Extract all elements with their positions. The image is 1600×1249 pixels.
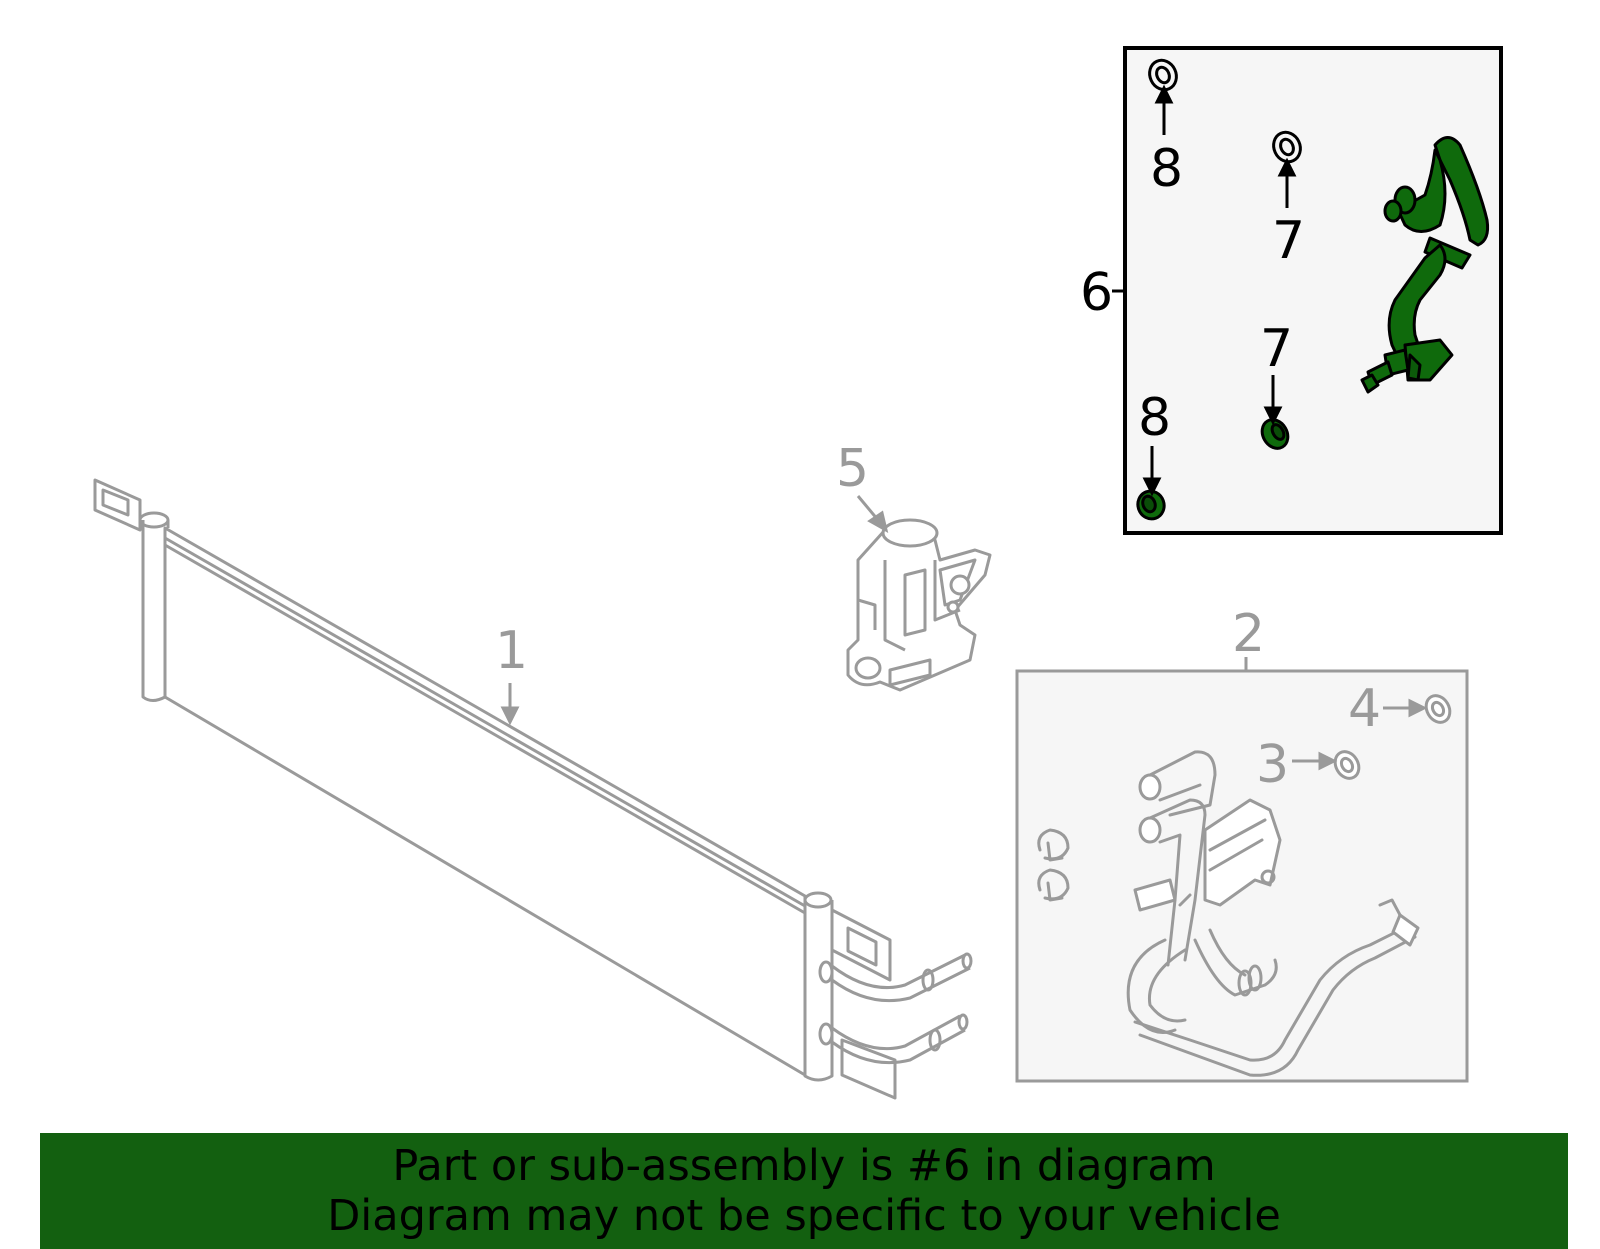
arrow-8-top xyxy=(1154,84,1174,135)
info-banner: Part or sub-assembly is #6 in diagram Di… xyxy=(40,1133,1568,1249)
callout-4: 4 xyxy=(1348,679,1381,739)
seal-8-bottom xyxy=(1136,489,1166,521)
washer-3 xyxy=(1333,750,1361,780)
callout-8-bottom: 8 xyxy=(1138,388,1171,448)
callout-6: 6 xyxy=(1080,263,1113,323)
callout-5: 5 xyxy=(836,439,869,499)
banner-line-1: Part or sub-assembly is #6 in diagram xyxy=(392,1141,1216,1191)
banner-line-2: Diagram may not be specific to your vehi… xyxy=(327,1191,1281,1241)
callout-3: 3 xyxy=(1256,735,1289,795)
arrow-5 xyxy=(856,495,889,533)
cooler-radiator xyxy=(93,478,973,1100)
coolant-hose xyxy=(1360,136,1490,394)
callout-7-top: 7 xyxy=(1272,211,1305,271)
arrow-7-bottom xyxy=(1263,375,1283,426)
callout-2: 2 xyxy=(1232,604,1265,664)
seal-7-bottom xyxy=(1260,418,1290,450)
arrow-7-top xyxy=(1277,157,1297,208)
callout-7-bottom: 7 xyxy=(1260,319,1293,379)
washer-4 xyxy=(1424,694,1452,724)
arrow-3 xyxy=(1292,751,1338,771)
tube-assembly xyxy=(1037,750,1420,1077)
pump-assembly xyxy=(846,518,992,692)
washer-7-top xyxy=(1272,130,1302,164)
callout-8-top: 8 xyxy=(1150,139,1183,199)
arrow-8-bottom xyxy=(1142,446,1162,497)
callout-1: 1 xyxy=(495,621,528,681)
part-6-box xyxy=(1123,46,1503,535)
arrow-1 xyxy=(500,683,520,726)
washer-8-top xyxy=(1148,58,1178,92)
arrow-4 xyxy=(1383,698,1428,718)
